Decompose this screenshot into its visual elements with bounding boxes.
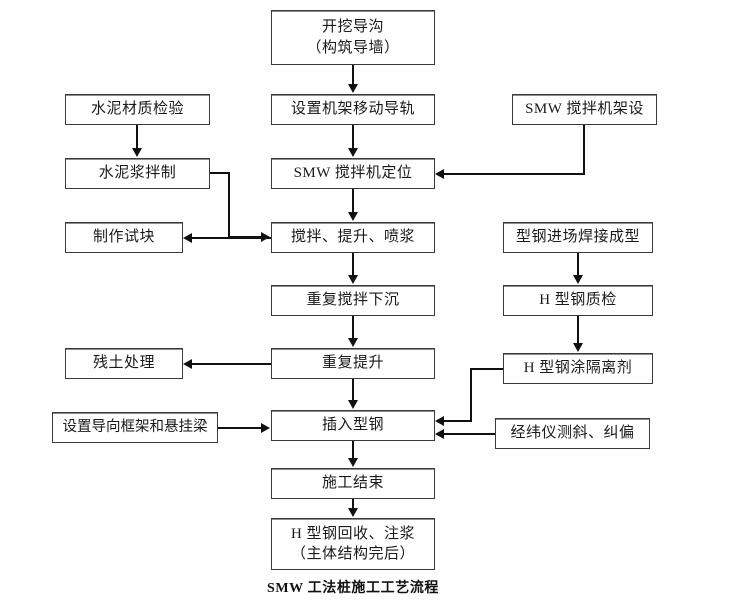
connector-excavate-to-rail: [352, 65, 354, 85]
node-construct-end[interactable]: 施工结束: [271, 468, 435, 499]
node-smw-erect[interactable]: SMW 搅拌机架设: [512, 94, 657, 125]
connector-release-to-insert: [444, 420, 472, 422]
connector-erect-down: [583, 125, 585, 175]
connector-insert-to-end: [352, 441, 354, 459]
node-h-recover-label: H 型钢回收、注浆: [290, 525, 416, 542]
arrowhead-slurry-to-mix: [261, 232, 270, 242]
node-repeat-sink-label: 重复搅拌下沉: [306, 292, 400, 309]
arrowhead-theodolite-to-insert: [435, 429, 444, 439]
connector-weld-to-qc: [577, 253, 579, 276]
connector-guide-frame-to-insert: [218, 427, 262, 429]
node-mix-lift-spray-label: 搅拌、提升、喷浆: [290, 229, 415, 246]
node-steel-weld[interactable]: 型钢进场焊接成型: [503, 222, 653, 253]
node-rail-setup[interactable]: 设置机架移动导轨: [271, 94, 435, 125]
arrowhead-insert-to-end: [348, 458, 358, 467]
connector-release-down: [470, 368, 472, 422]
node-guide-frame[interactable]: 设置导向框架和悬挂梁: [52, 412, 218, 443]
node-repeat-lift[interactable]: 重复提升: [271, 348, 435, 379]
node-make-specimen-label: 制作试块: [92, 229, 155, 246]
node-smw-position-label: SMW 搅拌机定位: [293, 165, 413, 182]
node-h-steel-qc-label: H 型钢质检: [539, 292, 617, 309]
connector-mix-to-repeat-sink: [352, 253, 354, 276]
node-insert-steel-label: 插入型钢: [321, 417, 384, 434]
connector-theodolite-to-insert: [444, 433, 495, 435]
arrowhead-repeat-sink-to-lift: [348, 338, 358, 347]
node-make-specimen[interactable]: 制作试块: [65, 222, 183, 253]
arrowhead-guide-frame-to-insert: [261, 423, 270, 433]
connector-slurry-down: [228, 172, 230, 238]
arrowhead-mix-to-repeat-sink: [348, 275, 358, 284]
connector-lift-to-soil: [192, 363, 271, 365]
node-excavate-label: 开挖导沟: [321, 19, 384, 36]
node-cement-test[interactable]: 水泥材质检验: [65, 94, 210, 125]
arrowhead-position-to-mix: [348, 212, 358, 221]
diagram-caption: SMW 工法桩施工工艺流程: [266, 581, 440, 596]
connector-repeat-sink-to-lift: [352, 316, 354, 339]
connector-cement-test-to-slurry: [136, 125, 138, 149]
node-h-steel-release-label: H 型钢涂隔离剂: [523, 360, 633, 377]
node-h-steel-qc[interactable]: H 型钢质检: [503, 285, 653, 316]
node-h-steel-release[interactable]: H 型钢涂隔离剂: [503, 353, 653, 384]
node-cement-test-label: 水泥材质检验: [90, 101, 184, 118]
arrowhead-erect-to-position: [435, 169, 444, 179]
node-slurry-mix-label: 水泥浆拌制: [98, 165, 177, 182]
node-repeat-sink[interactable]: 重复搅拌下沉: [271, 285, 435, 316]
connector-rail-to-position: [352, 125, 354, 149]
node-soil-disposal[interactable]: 残土处理: [65, 348, 183, 379]
connector-qc-to-release: [577, 316, 579, 344]
node-slurry-mix[interactable]: 水泥浆拌制: [65, 158, 210, 189]
node-smw-erect-label: SMW 搅拌机架设: [525, 101, 644, 118]
connector-erect-left: [444, 173, 584, 175]
node-excavate[interactable]: 开挖导沟 （构筑导墙）: [271, 10, 435, 65]
node-mix-lift-spray[interactable]: 搅拌、提升、喷浆: [271, 222, 435, 253]
arrowhead-lift-to-insert: [348, 400, 358, 409]
connector-position-to-mix: [352, 189, 354, 213]
node-insert-steel[interactable]: 插入型钢: [271, 410, 435, 441]
arrowhead-mix-to-specimen: [183, 233, 192, 243]
connector-lift-to-insert: [352, 379, 354, 401]
connector-end-to-recover: [352, 499, 354, 510]
arrowhead-weld-to-qc: [573, 275, 583, 284]
node-excavate-label2: （构筑导墙）: [306, 39, 400, 56]
connector-mix-to-specimen: [192, 237, 271, 239]
node-h-recover-label2: （主体结构完后）: [290, 546, 415, 562]
node-theodolite[interactable]: 经纬仪测斜、纠偏: [495, 418, 650, 449]
arrowhead-excavate-to-rail: [348, 84, 358, 93]
arrowhead-qc-to-release: [573, 343, 583, 352]
node-h-recover[interactable]: H 型钢回收、注浆 （主体结构完后）: [271, 518, 435, 570]
node-steel-weld-label: 型钢进场焊接成型: [515, 229, 640, 246]
node-guide-frame-label: 设置导向框架和悬挂梁: [62, 418, 208, 435]
node-rail-setup-label: 设置机架移动导轨: [290, 101, 415, 118]
node-repeat-lift-label: 重复提升: [321, 355, 384, 372]
node-construct-end-label: 施工结束: [321, 475, 384, 492]
arrowhead-end-to-recover: [348, 508, 358, 517]
connector-slurry-right: [210, 172, 230, 174]
arrowhead-cement-test-to-slurry: [132, 148, 142, 157]
node-soil-disposal-label: 残土处理: [92, 355, 155, 372]
arrowhead-lift-to-soil: [183, 359, 192, 369]
node-smw-position[interactable]: SMW 搅拌机定位: [271, 158, 435, 189]
arrowhead-release-to-insert: [435, 416, 444, 426]
connector-release-left: [470, 368, 503, 370]
node-theodolite-label: 经纬仪测斜、纠偏: [510, 425, 635, 442]
arrowhead-rail-to-position: [348, 148, 358, 157]
